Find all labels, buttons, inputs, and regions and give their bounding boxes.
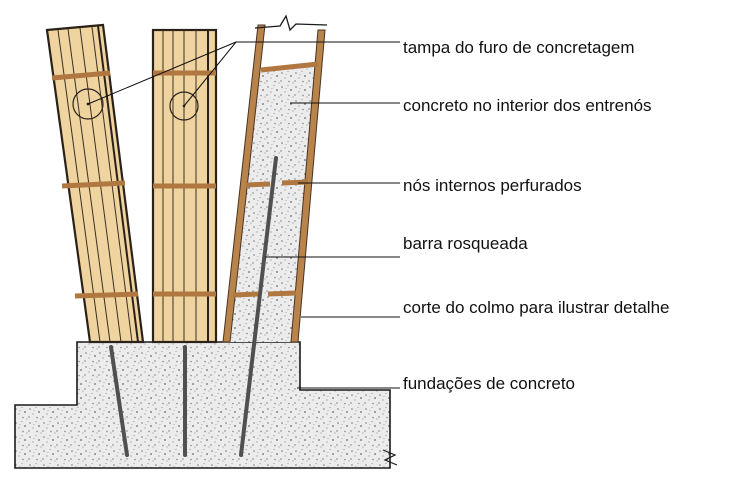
label-nodes: nós internos perfurados bbox=[403, 176, 582, 195]
label-section: corte do colmo para ilustrar detalhe bbox=[403, 298, 669, 317]
label-rod: barra rosqueada bbox=[403, 234, 528, 253]
threaded-rods bbox=[109, 156, 278, 457]
leader-lines bbox=[87, 41, 400, 389]
label-concrete-fill: concreto no interior dos entrenós bbox=[403, 96, 652, 115]
leader-cap-left bbox=[87, 41, 237, 105]
concrete-foundation bbox=[14, 341, 398, 469]
bamboo-culm-middle bbox=[151, 28, 218, 344]
label-foundation: fundações de concreto bbox=[403, 374, 575, 393]
bamboo-culm-left bbox=[45, 23, 145, 344]
label-cap: tampa do furo de concretagem bbox=[403, 38, 635, 57]
labels: tampa do furo de concretagem concreto no… bbox=[403, 38, 669, 393]
